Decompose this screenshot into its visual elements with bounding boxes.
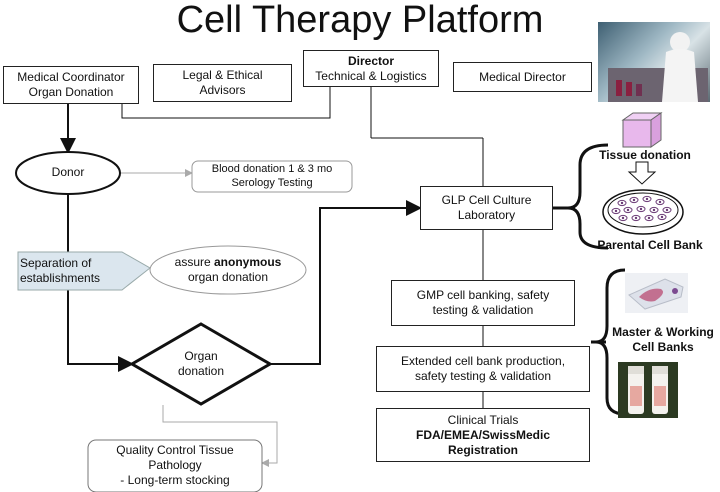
down-arrow-icon	[627, 161, 657, 185]
director-subtitle: Technical & Logistics	[315, 68, 427, 83]
blood-label: Blood donation 1 & 3 mo Serology Testing	[192, 162, 352, 190]
anonymous-label: assure anonymous organ donation	[150, 255, 306, 285]
separation-label: Separation of establishments	[20, 256, 100, 286]
director-title: Director	[347, 53, 394, 68]
separation-line1: Separation of	[20, 256, 92, 270]
extended-line1: Extended cell bank production,	[400, 354, 566, 368]
qc-line2: Pathology	[148, 458, 202, 472]
clinical-line1: Clinical Trials	[447, 412, 519, 427]
gmp-box: GMP cell banking, safety testing & valid…	[391, 280, 575, 326]
medical-coordinator-box: Medical Coordinator Organ Donation	[3, 66, 139, 104]
donor-label: Donor	[51, 165, 85, 179]
director-box: Director Technical & Logistics	[303, 50, 439, 87]
master-working-label: Master & Working Cell Banks	[606, 325, 720, 355]
med-coord-line2: Organ Donation	[28, 85, 114, 99]
gmp-line1: GMP cell banking, safety	[416, 288, 550, 302]
clinical-line3: Registration	[447, 442, 518, 457]
glp-box: GLP Cell Culture Laboratory	[420, 186, 553, 230]
legal-line1: Legal & Ethical	[182, 68, 263, 82]
petri-dish-icon	[602, 189, 684, 235]
extended-box: Extended cell bank production, safety te…	[376, 346, 590, 392]
blood-line1: Blood donation 1 & 3 mo	[211, 163, 333, 175]
gmp-line2: testing & validation	[432, 303, 534, 317]
separation-line2: establishments	[20, 271, 101, 285]
master-line2: Cell Banks	[632, 340, 694, 354]
lab-photo	[598, 22, 710, 102]
medical-director-label: Medical Director	[479, 69, 566, 84]
qc-line3: - Long-term stocking	[120, 473, 230, 487]
extended-line2: safety testing & validation	[414, 369, 552, 383]
med-coord-line1: Medical Coordinator	[17, 70, 125, 84]
anonymous-line2: organ donation	[187, 270, 269, 284]
parental-cell-bank-label: Parental Cell Bank	[597, 238, 703, 252]
diagram-title: Cell Therapy Platform	[176, 0, 544, 41]
tissue-donation-label: Tissue donation	[599, 148, 691, 162]
anonymous-ellipse	[149, 245, 307, 295]
legal-line2: Advisors	[199, 83, 246, 97]
anonymous-bold: anonymous	[214, 255, 282, 269]
qc-label: Quality Control Tissue Pathology - Long-…	[88, 443, 262, 488]
clinical-box: Clinical Trials FDA/EMEA/SwissMedic Regi…	[376, 408, 590, 462]
anonymous-pre: assure	[174, 255, 214, 269]
organ-line1: Organ	[184, 349, 218, 363]
vials-photo	[618, 362, 678, 418]
qc-box	[87, 439, 263, 492]
blood-line2: Serology Testing	[231, 177, 313, 189]
glp-line2: Laboratory	[457, 208, 516, 222]
clinical-line2: FDA/EMEA/SwissMedic	[415, 427, 551, 442]
organ-diamond	[129, 322, 273, 406]
glp-line1: GLP Cell Culture	[441, 193, 532, 207]
qc-line1: Quality Control Tissue	[116, 443, 234, 457]
organ-line2: donation	[177, 364, 225, 378]
blood-box	[191, 160, 353, 193]
legal-box: Legal & Ethical Advisors	[153, 64, 292, 102]
separation-callout	[17, 251, 151, 291]
cell-bag-photo	[625, 273, 688, 313]
master-line1: Master & Working	[612, 325, 714, 339]
organ-label: Organ donation	[151, 349, 251, 379]
medical-director-box: Medical Director	[453, 62, 592, 92]
tissue-cube-icon	[621, 112, 663, 148]
donor-ellipse	[15, 151, 121, 195]
